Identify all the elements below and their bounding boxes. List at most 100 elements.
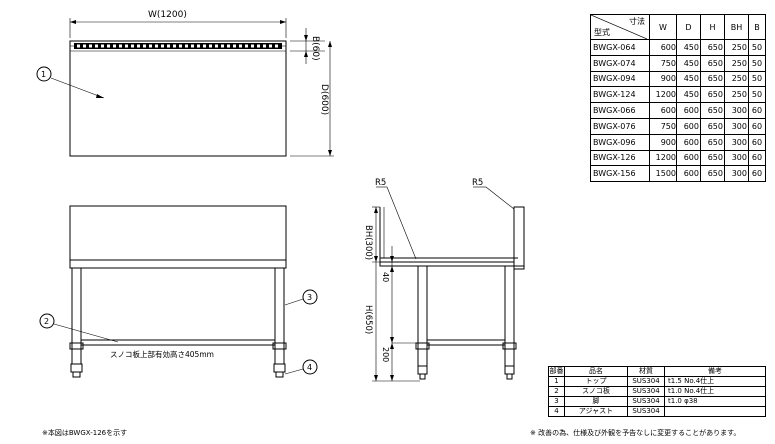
parts-cell-name: トップ xyxy=(564,376,628,387)
slot xyxy=(257,44,260,48)
size-cell-w: 900 xyxy=(649,133,677,151)
size-cell-bh: 250 xyxy=(724,54,749,72)
size-cell-h: 650 xyxy=(700,86,725,104)
slot xyxy=(131,44,134,48)
parts-col-material: 材質 xyxy=(627,366,665,377)
slot xyxy=(239,44,242,48)
model-note: ※本図はBWGX-126を示す xyxy=(42,429,128,437)
col-b: B xyxy=(748,14,766,40)
size-cell-h: 650 xyxy=(700,165,725,183)
size-cell-d: 450 xyxy=(676,54,701,72)
size-cell-h: 650 xyxy=(700,133,725,151)
size-cell-h: 650 xyxy=(700,102,725,119)
col-bh: BH xyxy=(724,14,749,40)
parts-col-note: 備考 xyxy=(664,366,766,377)
backsplash-slots xyxy=(77,44,278,48)
leg-left xyxy=(71,267,82,365)
size-cell-b: 60 xyxy=(748,117,766,135)
size-header-bottom: 型式 xyxy=(594,28,610,37)
slot xyxy=(221,44,224,48)
slot xyxy=(167,44,170,48)
size-table-corner: 寸法 型式 xyxy=(590,14,650,40)
parts-cell-name: 脚 xyxy=(564,396,628,407)
size-cell-w: 900 xyxy=(649,70,677,88)
callout-3-label: 3 xyxy=(307,293,312,302)
size-cell-bh: 250 xyxy=(724,70,749,88)
parts-cell-name: アジャスト xyxy=(564,406,628,417)
callout-4-label: 4 xyxy=(307,363,312,372)
size-cell-b: 50 xyxy=(748,39,766,56)
size-cell-d: 600 xyxy=(676,165,701,183)
parts-cell-note xyxy=(664,406,766,417)
backsplash-front xyxy=(69,205,287,261)
size-cell-d: 600 xyxy=(676,102,701,119)
parts-cell-note: t1.5 No.4仕上 xyxy=(664,376,766,387)
size-cell-bh: 300 xyxy=(724,149,749,167)
slot xyxy=(191,44,194,48)
size-header-top: 寸法 xyxy=(629,17,645,26)
parts-col-no: 部番 xyxy=(548,366,565,377)
parts-table-header: 部番 品名 材質 備考 xyxy=(548,366,766,377)
width-dim-label: W(1200) xyxy=(148,10,187,20)
size-cell-h: 650 xyxy=(700,54,725,72)
size-cell-b: 50 xyxy=(748,86,766,104)
slot xyxy=(251,44,254,48)
slot xyxy=(269,44,272,48)
size-cell-h: 650 xyxy=(700,39,725,56)
size-cell-model: BWGX-124 xyxy=(590,86,650,104)
slot xyxy=(233,44,236,48)
size-cell-h: 650 xyxy=(700,70,725,88)
slot xyxy=(185,44,188,48)
depth-dim-label: D(600) xyxy=(319,84,329,115)
size-cell-model: BWGX-066 xyxy=(590,102,650,119)
slot xyxy=(137,44,140,48)
parts-cell-note: t1.0 No.4仕上 xyxy=(664,386,766,397)
slot xyxy=(83,44,86,48)
slot xyxy=(101,44,104,48)
side-backsplash xyxy=(379,207,515,263)
size-cell-d: 600 xyxy=(676,149,701,167)
front-view: スノコ板上部有効高さ405mm 2 3 4 xyxy=(39,205,318,378)
parts-cell-name: スノコ板 xyxy=(564,386,628,397)
parts-cell-no: 2 xyxy=(548,386,565,397)
size-cell-w: 750 xyxy=(649,117,677,135)
callout-2-label: 2 xyxy=(44,317,49,326)
slot xyxy=(179,44,182,48)
size-cell-w: 750 xyxy=(649,54,677,72)
top-edge-front xyxy=(69,259,287,269)
slot xyxy=(161,44,164,48)
parts-cell-material: SUS304 xyxy=(627,406,665,417)
callout-1-label: 1 xyxy=(41,70,46,79)
backsplash-slot-bar xyxy=(74,43,282,49)
size-cell-h: 650 xyxy=(700,149,725,167)
top-outline xyxy=(69,40,287,157)
r5-left-label: R5 xyxy=(375,178,386,188)
size-cell-d: 600 xyxy=(676,133,701,151)
side-back-panel xyxy=(513,206,525,270)
size-cell-bh: 300 xyxy=(724,133,749,151)
r5-right-label: R5 xyxy=(472,178,483,188)
size-cell-w: 1500 xyxy=(649,165,677,183)
size-cell-w: 600 xyxy=(649,102,677,119)
slot xyxy=(245,44,248,48)
size-cell-model: BWGX-096 xyxy=(590,133,650,151)
slot xyxy=(275,44,278,48)
top-view: W(1200) B(60) D(600) 1 xyxy=(36,10,334,157)
size-cell-model: BWGX-094 xyxy=(590,70,650,88)
size-cell-model: BWGX-064 xyxy=(590,39,650,56)
size-cell-d: 600 xyxy=(676,117,701,135)
size-cell-b: 50 xyxy=(748,54,766,72)
parts-col-name: 品名 xyxy=(564,366,628,377)
parts-cell-material: SUS304 xyxy=(627,376,665,387)
slot xyxy=(149,44,152,48)
slot xyxy=(95,44,98,48)
dim-40-label: 40 xyxy=(381,272,390,282)
size-cell-b: 60 xyxy=(748,102,766,119)
